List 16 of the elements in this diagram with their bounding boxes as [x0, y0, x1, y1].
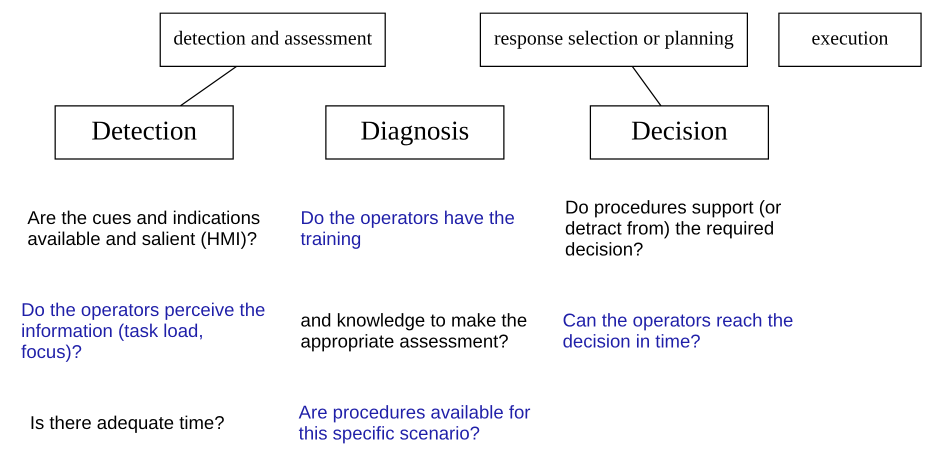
node-box: Detection	[54, 105, 234, 160]
label: and knowledge to make the appropriate assessment?	[300, 310, 528, 352]
node-box: detection and assessment	[160, 12, 386, 67]
node-box: execution	[778, 12, 922, 67]
label: Do the operators have the training	[300, 206, 515, 249]
node-box: Decision	[590, 105, 770, 160]
label: Do procedures support (or detract from) the required decision?	[565, 196, 782, 260]
label: Are the cues and indications available and salient (HMI)?	[27, 206, 260, 249]
label: Is there adequate time?	[30, 412, 225, 434]
connector	[180, 66, 237, 106]
node-box: response selection or planning	[480, 12, 748, 67]
label: Do the operators perceive the information (task load, focus)?	[21, 299, 266, 362]
label: Can the operators reach the decision in time?	[562, 310, 794, 352]
label: Are procedures available for this specific scenario?	[298, 402, 530, 444]
connector	[632, 66, 662, 106]
node-box: Diagnosis	[325, 105, 504, 160]
